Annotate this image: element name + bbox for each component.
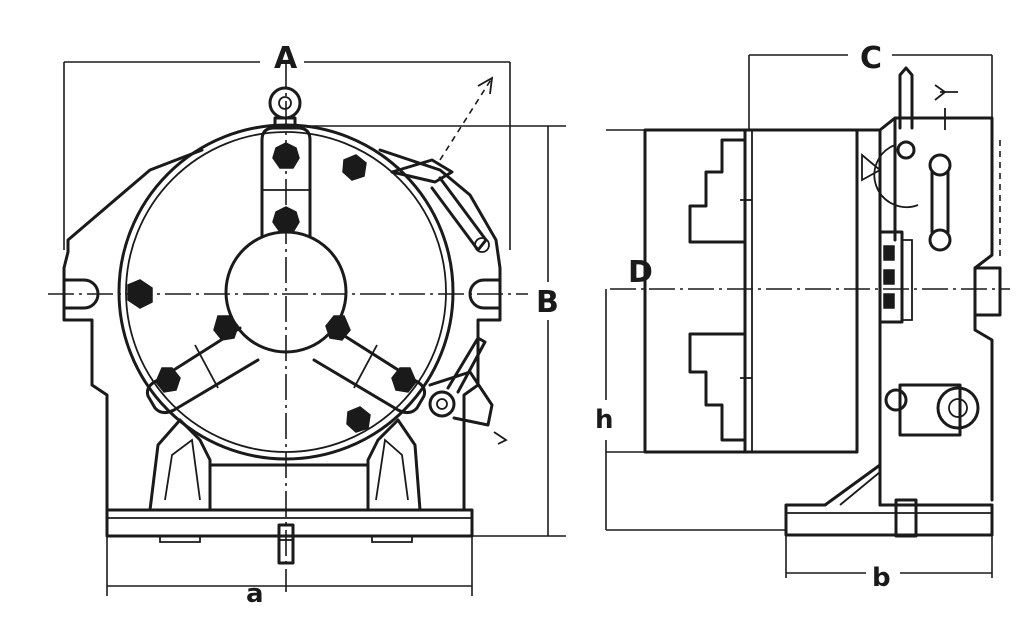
dim-label-C: C — [860, 41, 882, 76]
side-base-web — [839, 471, 881, 506]
side-housing — [855, 116, 994, 502]
side-handle-top — [861, 66, 958, 252]
front-jaw-left — [146, 315, 260, 415]
front-dimensions: A B a — [63, 41, 566, 609]
front-leg-right-inner — [375, 438, 409, 501]
side-base — [784, 463, 994, 537]
front-lifting-eye — [268, 86, 302, 130]
front-base — [105, 508, 474, 538]
side-right-notch — [973, 266, 1002, 317]
front-housing-outline — [62, 148, 502, 512]
front-clamp-handle — [390, 76, 494, 253]
front-base-pad-left — [159, 536, 201, 543]
side-bottom-stud — [894, 498, 918, 538]
side-jaw-lower — [688, 332, 747, 442]
front-lever — [428, 336, 508, 445]
side-view — [610, 66, 1010, 538]
front-base-pad-right — [371, 536, 413, 543]
side-dimensions: C D h b — [595, 41, 993, 593]
dim-label-a: a — [246, 579, 264, 609]
front-leg-right — [366, 418, 422, 512]
dim-label-B: B — [536, 285, 559, 320]
front-rim-bolt-bottom — [346, 406, 371, 433]
side-rack — [878, 230, 913, 324]
side-chuck-body — [643, 128, 859, 454]
dim-label-A: A — [274, 41, 298, 76]
front-rim-bolt-top-right — [342, 154, 367, 181]
front-jaw-right — [312, 315, 426, 415]
side-lower-knob — [884, 383, 980, 437]
dim-label-h: h — [595, 405, 614, 435]
front-leg-left — [148, 418, 212, 512]
dim-label-D: D — [628, 255, 653, 290]
side-housing-inner — [878, 116, 897, 507]
side-jaw-upper — [688, 138, 747, 244]
front-leg-left-inner — [164, 438, 201, 501]
front-view — [48, 62, 528, 592]
dim-label-b: b — [872, 563, 891, 593]
